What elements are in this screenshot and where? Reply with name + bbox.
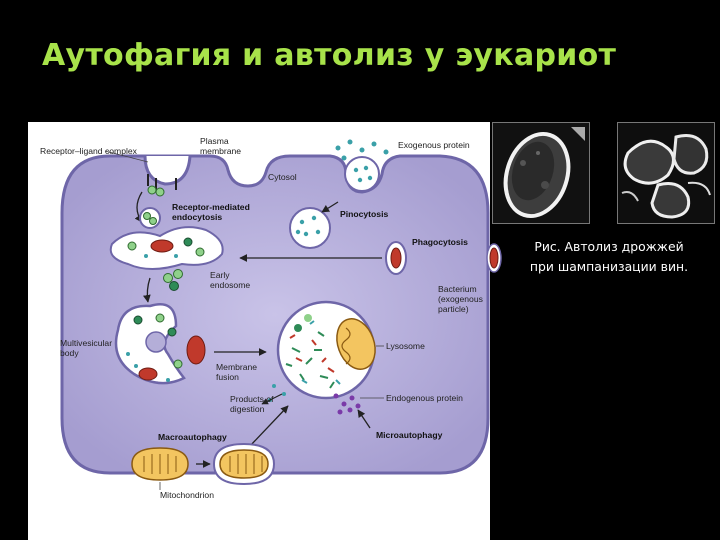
phagosome [386,242,406,274]
autophagosome [214,444,274,484]
label-exogenous-protein: Exogenous protein [398,140,470,150]
pinocytic-vesicle [345,157,379,191]
label-mvb-2: body [60,348,79,358]
label-mitochondrion: Mitochondrion [160,490,214,500]
label-cytosol: Cytosol [268,172,297,182]
label-receptor-ligand: Receptor–ligand complex [40,146,138,156]
label-products-2: digestion [230,404,265,414]
bacterium [487,244,501,272]
label-plasma-membrane-1: Plasma [200,136,229,146]
label-fusion-2: fusion [216,372,239,382]
mitochondrion-left [132,448,188,480]
label-mvb-1: Multivesicular [60,338,112,348]
label-early-2: endosome [210,280,250,290]
label-fusion-1: Membrane [216,362,257,372]
autophagy-diagram: Receptor–ligand complex Plasma membrane … [0,118,720,540]
label-rme-2: endocytosis [172,212,222,222]
label-pinocytosis: Pinocytosis [340,209,388,219]
label-rme-1: Receptor-mediated [172,202,250,212]
label-phagocytosis: Phagocytosis [412,237,468,247]
label-bacterium-1: Bacterium [438,284,477,294]
label-lysosome: Lysosome [386,341,425,351]
slide-title: Аутофагия и автолиз у эукариот [42,38,616,73]
pinocytosis-vesicle [290,208,330,248]
label-microautophagy: Microautophagy [376,430,443,440]
label-endogenous-protein: Endogenous protein [386,393,463,403]
early-endosome [111,227,223,269]
label-macroautophagy: Macroautophagy [158,432,227,442]
title-bar: Аутофагия и автолиз у эукариот [0,0,720,112]
label-bacterium-2: (exogenous [438,294,483,304]
label-plasma-membrane-2: membrane [200,146,241,156]
label-products-1: Products of [230,394,274,404]
label-early-1: Early [210,270,230,280]
label-bacterium-3: particle) [438,304,469,314]
